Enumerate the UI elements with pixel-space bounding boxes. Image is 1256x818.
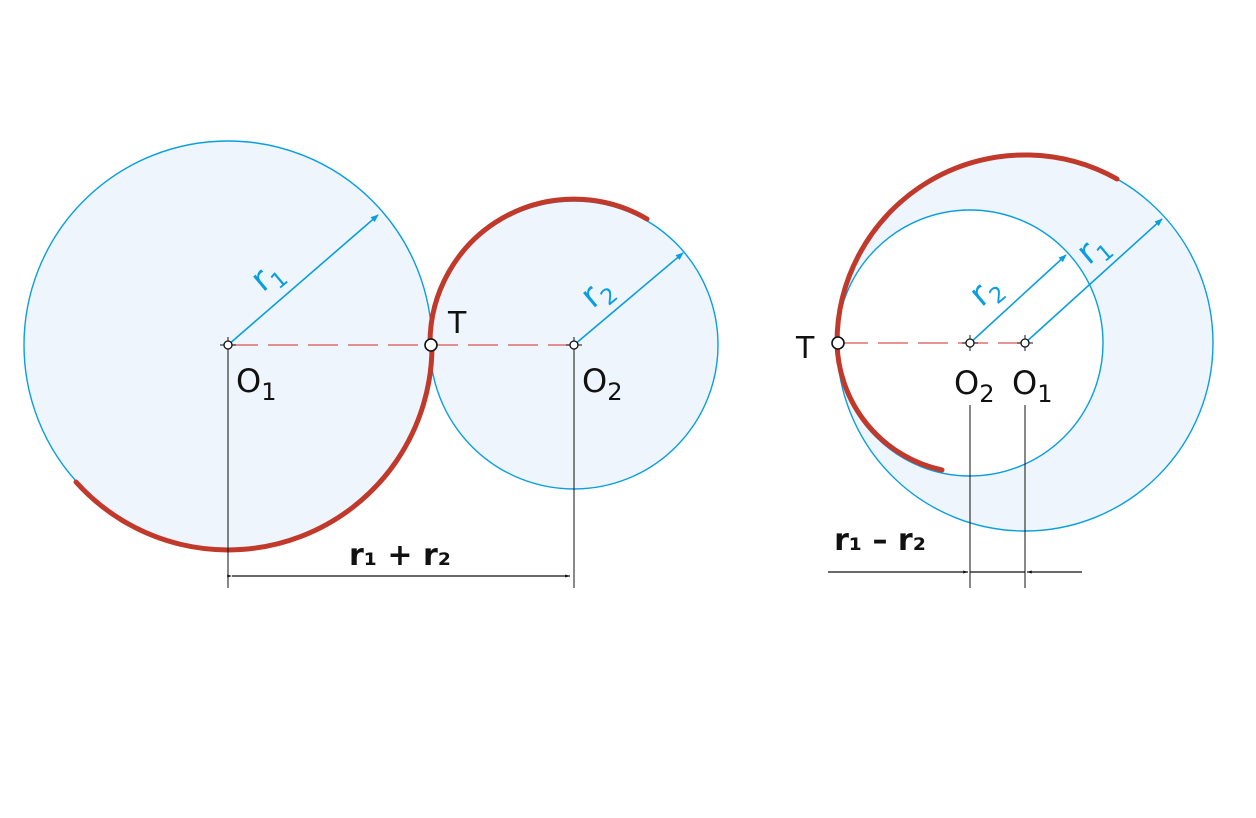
label-o2: O2 — [954, 364, 994, 408]
label-o1: O1 — [236, 362, 276, 406]
center-mark-o1 — [220, 337, 236, 353]
internal-tangency: r2 r1 T O2 O1 r₁ – r₂ — [795, 152, 1214, 588]
label-o1: O1 — [1012, 364, 1052, 408]
tangent-point-marker — [831, 336, 845, 350]
radius-r1-arrow — [227, 214, 379, 346]
center-mark-o1 — [1017, 335, 1033, 351]
tangent-point-marker — [424, 338, 438, 352]
dimension-label: r₁ – r₂ — [834, 523, 926, 558]
radius-r1-arrow — [1024, 218, 1163, 344]
dimension-label: r₁ + r₂ — [349, 538, 451, 573]
radius-r2-arrow — [573, 252, 684, 346]
external-tangency: r1 r2 T O1 O2 r₁ + r₂ — [23, 140, 719, 588]
label-tangent-point: T — [447, 306, 467, 341]
arc-circle-2 — [834, 340, 945, 473]
label-o2: O2 — [582, 362, 622, 406]
arc-circle-1 — [73, 342, 435, 553]
arc-circle-1 — [834, 152, 1120, 346]
center-mark-o2 — [566, 337, 582, 353]
label-tangent-point: T — [795, 331, 815, 366]
radius-r2-arrow — [969, 254, 1067, 344]
center-mark-o2 — [962, 335, 978, 351]
arc-circle-2 — [427, 196, 650, 348]
